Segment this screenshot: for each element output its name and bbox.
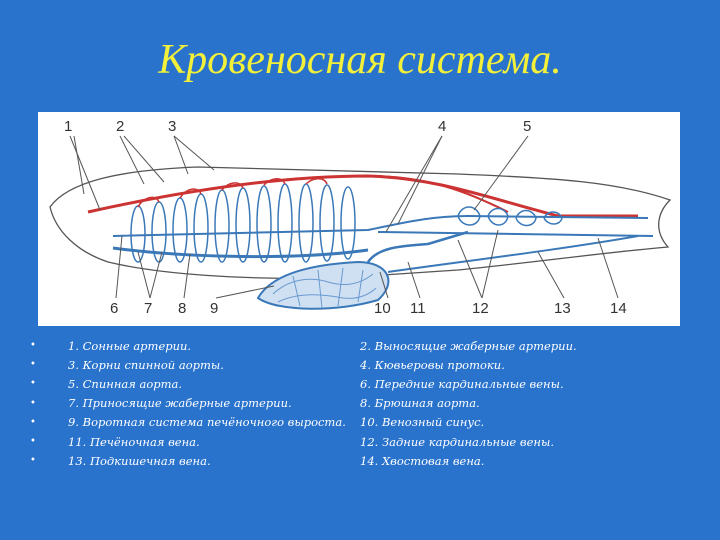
legend-item-right: 10. Венозный синус. <box>360 415 485 430</box>
label-bottom-8: 8 <box>178 300 187 317</box>
leader-lines <box>69 135 619 299</box>
efferent-arteries <box>137 178 328 208</box>
legend-item-right: 12. Задние кардинальные вены. <box>360 434 554 449</box>
legend-item-right: 14. Хвостовая вена. <box>360 453 485 468</box>
portal-network <box>272 267 377 309</box>
legend-item-left: 11. Печёночная вена. <box>68 434 200 449</box>
legend-list: • 1. Сонные артерии. 2. Выносящие жаберн… <box>30 336 690 470</box>
legend-row: • 5. Спинная аорта. 6. Передние кардинал… <box>30 374 690 393</box>
slide-title: Кровеносная система. <box>158 37 562 83</box>
subintestinal-vein <box>387 235 639 273</box>
label-top-4: 4 <box>438 118 447 135</box>
legend-item-right: 8. Брюшная аорта. <box>360 396 480 411</box>
posterior-cardinal-veins <box>457 206 563 227</box>
label-bottom-6: 6 <box>110 300 119 317</box>
bullet: • <box>30 416 36 428</box>
legend-row: • 9. Воротная система печёночного вырост… <box>30 413 690 432</box>
hepatic-vein <box>366 230 469 263</box>
legend-row: • 1. Сонные артерии. 2. Выносящие жаберн… <box>30 336 690 355</box>
legend-row: • 3. Корни спинной аорты. 4. Кювьеровы п… <box>30 355 690 374</box>
label-bottom-12: 12 <box>472 300 489 317</box>
label-bottom-11: 11 <box>410 300 426 317</box>
legend-item-left: 1. Сонные артерии. <box>68 338 192 353</box>
legend-item-left: 9. Воротная система печёночного выроста. <box>68 415 346 430</box>
label-bottom-7: 7 <box>144 300 153 317</box>
ventral-aorta <box>112 246 369 259</box>
bullet: • <box>30 340 36 352</box>
label-top-3: 3 <box>168 118 177 135</box>
label-bottom-9: 9 <box>210 300 219 317</box>
legend-item-left: 7. Приносящие жаберные артерии. <box>68 396 292 411</box>
liver <box>256 260 390 310</box>
label-bottom-10: 10 <box>374 300 391 317</box>
dorsal-aorta <box>87 174 638 218</box>
circulatory-diagram: 1 2 3 4 5 6 7 8 9 10 11 12 13 14 <box>38 112 680 326</box>
label-top-2: 2 <box>116 118 125 135</box>
bullet: • <box>30 378 36 390</box>
bullet: • <box>30 436 36 448</box>
legend-item-left: 3. Корни спинной аорты. <box>68 357 224 372</box>
posterior-vein <box>377 231 654 237</box>
legend-row: • 7. Приносящие жаберные артерии. 8. Брю… <box>30 394 690 413</box>
aorta-root <box>367 175 509 213</box>
legend-item-right: 4. Кювьеровы протоки. <box>360 357 505 372</box>
diagram-drawing <box>49 135 672 310</box>
legend-item-right: 6. Передние кардинальные вены. <box>360 376 564 391</box>
legend-item-right: 2. Выносящие жаберные артерии. <box>360 338 577 353</box>
legend-row: • 11. Печёночная вена. 12. Задние кардин… <box>30 432 690 451</box>
bullet: • <box>30 455 36 467</box>
label-top-5: 5 <box>523 118 532 135</box>
label-top-1: 1 <box>64 118 73 135</box>
legend-item-left: 13. Подкишечная вена. <box>68 453 211 468</box>
label-bottom-14: 14 <box>610 300 627 317</box>
anterior-cardinal-vein <box>112 214 649 237</box>
body-outline <box>49 166 672 280</box>
bullet: • <box>30 397 36 409</box>
label-bottom-13: 13 <box>554 300 571 317</box>
bullet: • <box>30 359 36 371</box>
legend-item-left: 5. Спинная аорта. <box>68 376 183 391</box>
legend-row: • 13. Подкишечная вена. 14. Хвостовая ве… <box>30 451 690 470</box>
